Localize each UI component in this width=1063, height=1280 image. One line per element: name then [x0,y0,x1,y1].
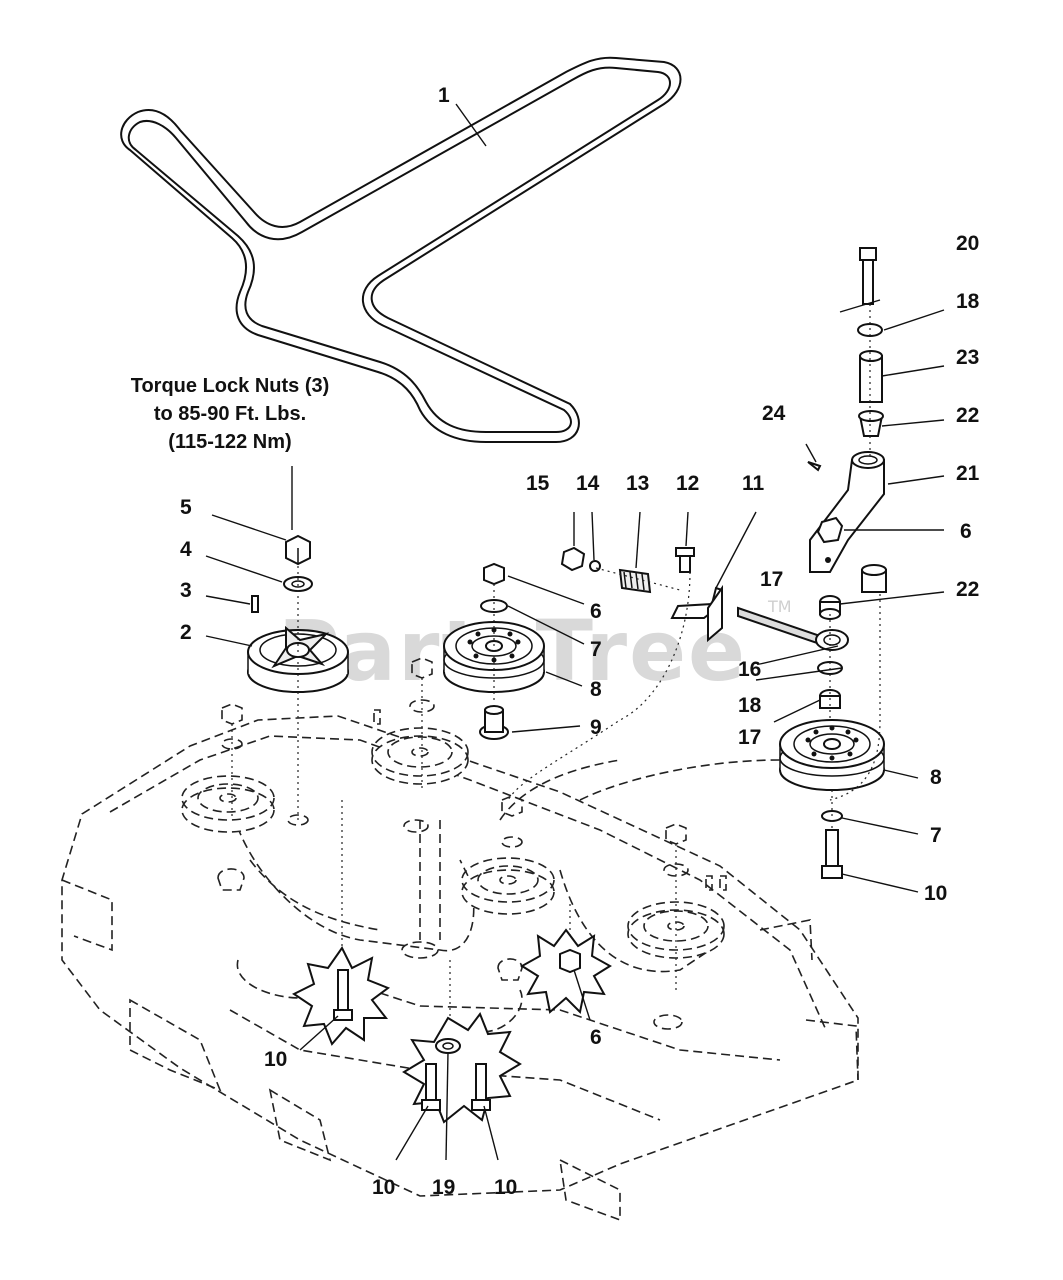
callout-12: 12 [676,472,699,495]
callout-1: 1 [438,84,450,107]
callout-23: 23 [956,346,979,369]
assembly-centerlines [231,304,881,1040]
tension-assembly-drawing [560,546,849,651]
callout-10c: 10 [494,1176,517,1199]
callout-20: 20 [956,232,979,255]
callout-10a: 10 [264,1048,287,1071]
callout-17b: 17 [738,726,761,749]
torque-note-line3: (115-122 Nm) [168,431,291,453]
torque-note-line1: Torque Lock Nuts (3) [131,375,330,397]
deck-pulleys-drawing [181,727,725,1030]
callout-9: 9 [590,716,602,739]
callout-13: 13 [626,472,649,495]
callout-10b: 10 [372,1176,395,1199]
callout-11: 11 [742,472,765,495]
callout-8a: 8 [590,678,602,701]
callout-24: 24 [762,402,786,425]
callout-10d: 10 [924,882,947,905]
callout-18a: 18 [956,290,980,313]
callout-16: 16 [738,658,761,681]
callout-4: 4 [180,538,192,561]
callout-7a: 7 [590,638,602,661]
callout-labels: 1 5 4 3 2 15 14 13 12 11 6 7 8 9 16 18 1… [180,84,980,1199]
idler-pulley-right-drawing [779,719,885,879]
watermark-trademark: TM [767,597,792,616]
belt-drawing [120,56,682,443]
bushing-drawing [479,705,509,740]
torque-note: Torque Lock Nuts (3) to 85-90 Ft. Lbs. (… [131,375,330,453]
right-spacer-stack-drawing [817,595,843,709]
deck-hardware-drawing [217,657,727,981]
callout-6a: 6 [590,600,602,623]
idler-arm-drawing [807,247,887,593]
mower-deck-drawing [61,715,859,1222]
torque-note-line2: to 85-90 Ft. Lbs. [154,403,306,425]
callout-3: 3 [180,579,192,602]
callout-17a: 17 [760,568,783,591]
callout-18b: 18 [738,694,762,717]
callout-22a: 22 [956,404,979,427]
callout-5: 5 [180,496,192,519]
lock-nut-drawing [285,534,311,566]
callout-22b: 22 [956,578,979,601]
callout-19: 19 [432,1176,455,1199]
callout-8b: 8 [930,766,942,789]
callout-15: 15 [526,472,550,495]
callout-2: 2 [180,621,192,644]
leader-lines [205,103,945,1161]
spindle-pulley-drawing [247,625,349,693]
key-drawing [251,595,259,613]
callout-14: 14 [576,472,600,495]
callout-6b: 6 [960,520,972,543]
detail-views-drawing [292,928,612,1124]
callout-21: 21 [956,462,980,485]
callout-6c: 6 [590,1026,602,1049]
callout-7b: 7 [930,824,942,847]
